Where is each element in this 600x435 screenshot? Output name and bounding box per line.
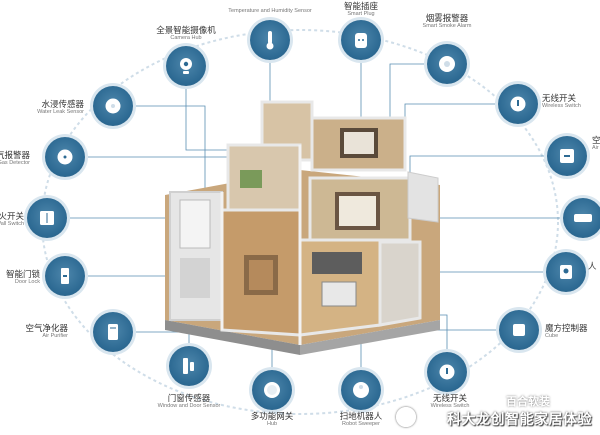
device-ac [547, 136, 587, 176]
device-temp [250, 20, 290, 60]
device-wallsw [27, 198, 67, 238]
device-hub [252, 370, 292, 410]
rug [321, 281, 357, 307]
device-label-en: Robot Sweeper [342, 421, 380, 427]
device-label-cn: 扫地机器人 [339, 411, 383, 421]
room-kitchen [226, 143, 302, 212]
door-lock-icon [53, 264, 77, 288]
device-smoke [427, 44, 467, 84]
device-label-cn: 火开关 [0, 211, 24, 221]
device-plug [341, 20, 381, 60]
wall-switch-icon [35, 206, 59, 230]
watermark-logo-icon [396, 407, 416, 427]
robot-vacuum-icon [349, 378, 373, 402]
device-human [546, 252, 586, 292]
cube-icon [507, 318, 531, 342]
gas-detector-icon [53, 145, 77, 169]
door-sensor-icon [177, 354, 201, 378]
hub-icon [260, 378, 284, 402]
thermometer-icon [258, 28, 282, 52]
connector-camera [185, 66, 245, 151]
device-label-en: Smart Plug [347, 11, 375, 17]
device-gas [45, 137, 85, 177]
device-label-cn: 无线开关 [542, 93, 577, 103]
device-label-cn: 门窗传感器 [167, 393, 211, 403]
device-label-en: Cube [545, 333, 559, 339]
plug-icon [349, 28, 373, 52]
device-label-cn: 人 [588, 261, 597, 271]
device-label-cn: 水浸传感器 [41, 99, 84, 109]
device-switch-r [498, 84, 538, 124]
device-curtain [563, 198, 600, 238]
device-label-en: Air Purifier [42, 333, 68, 339]
device-robot [341, 370, 381, 410]
device-label-en: Wireless Switch [542, 103, 581, 109]
connector-water [113, 105, 206, 192]
device-label-en: Temperature and Humidity Sensor [228, 8, 312, 14]
device-label-en: Wireless Switch [430, 403, 470, 409]
device-label-cn: 多功能网关 [250, 411, 294, 421]
device-label-cn: 气报警器 [0, 150, 30, 160]
kitchen-counter [240, 170, 262, 188]
device-water [93, 86, 133, 126]
device-label-cn: 空气净化器 [25, 323, 68, 333]
floor-edge-left [165, 320, 300, 355]
switch-icon [435, 360, 459, 384]
water-leak-icon [101, 94, 125, 118]
smoke-alarm-icon [435, 52, 459, 76]
room-balcony [378, 240, 422, 327]
device-purifier [93, 312, 133, 352]
curtain-icon [571, 206, 595, 230]
device-label-en: Water Leak Sensor [37, 109, 84, 115]
camera-icon [174, 54, 198, 78]
device-label-en: Hub [266, 421, 278, 427]
device-label-cn: 全景智能摄像机 [156, 25, 216, 35]
switch-icon [506, 92, 530, 116]
device-label-en: Door Lock [14, 279, 40, 285]
device-door [169, 346, 209, 386]
device-label-en: Smart Smoke Alarm [422, 23, 472, 29]
device-cube [499, 310, 539, 350]
device-switch-b [427, 352, 467, 392]
device-label-en: ural Gas Detector [0, 160, 30, 166]
floor-edge-right [300, 320, 440, 355]
device-label-en: Camera Hub [170, 35, 202, 41]
device-label-cn: 智能插座 [343, 1, 379, 11]
device-camera [166, 46, 206, 86]
device-label-cn: 烟雾报警器 [425, 13, 469, 23]
sofa [312, 252, 362, 274]
watermark-secondary: 百合软装 [506, 396, 550, 408]
human-sensor-icon [554, 260, 578, 284]
air-purifier-icon [101, 320, 125, 344]
watermark-brand: 科大龙创智能家居体验 [447, 411, 592, 427]
device-label-en: Window and Door Sensor [157, 403, 221, 409]
device-lock [45, 256, 85, 296]
device-label-en: Wall Switch [0, 221, 24, 227]
device-label-cn: 无线开关 [432, 393, 468, 403]
device-label-cn: 魔方控制器 [545, 323, 588, 333]
ac-icon [555, 144, 579, 168]
device-label-cn: 空 [592, 135, 600, 145]
device-label-cn: 智能门锁 [5, 269, 40, 279]
device-label-en: Air [592, 145, 599, 151]
side-wall [407, 171, 439, 223]
